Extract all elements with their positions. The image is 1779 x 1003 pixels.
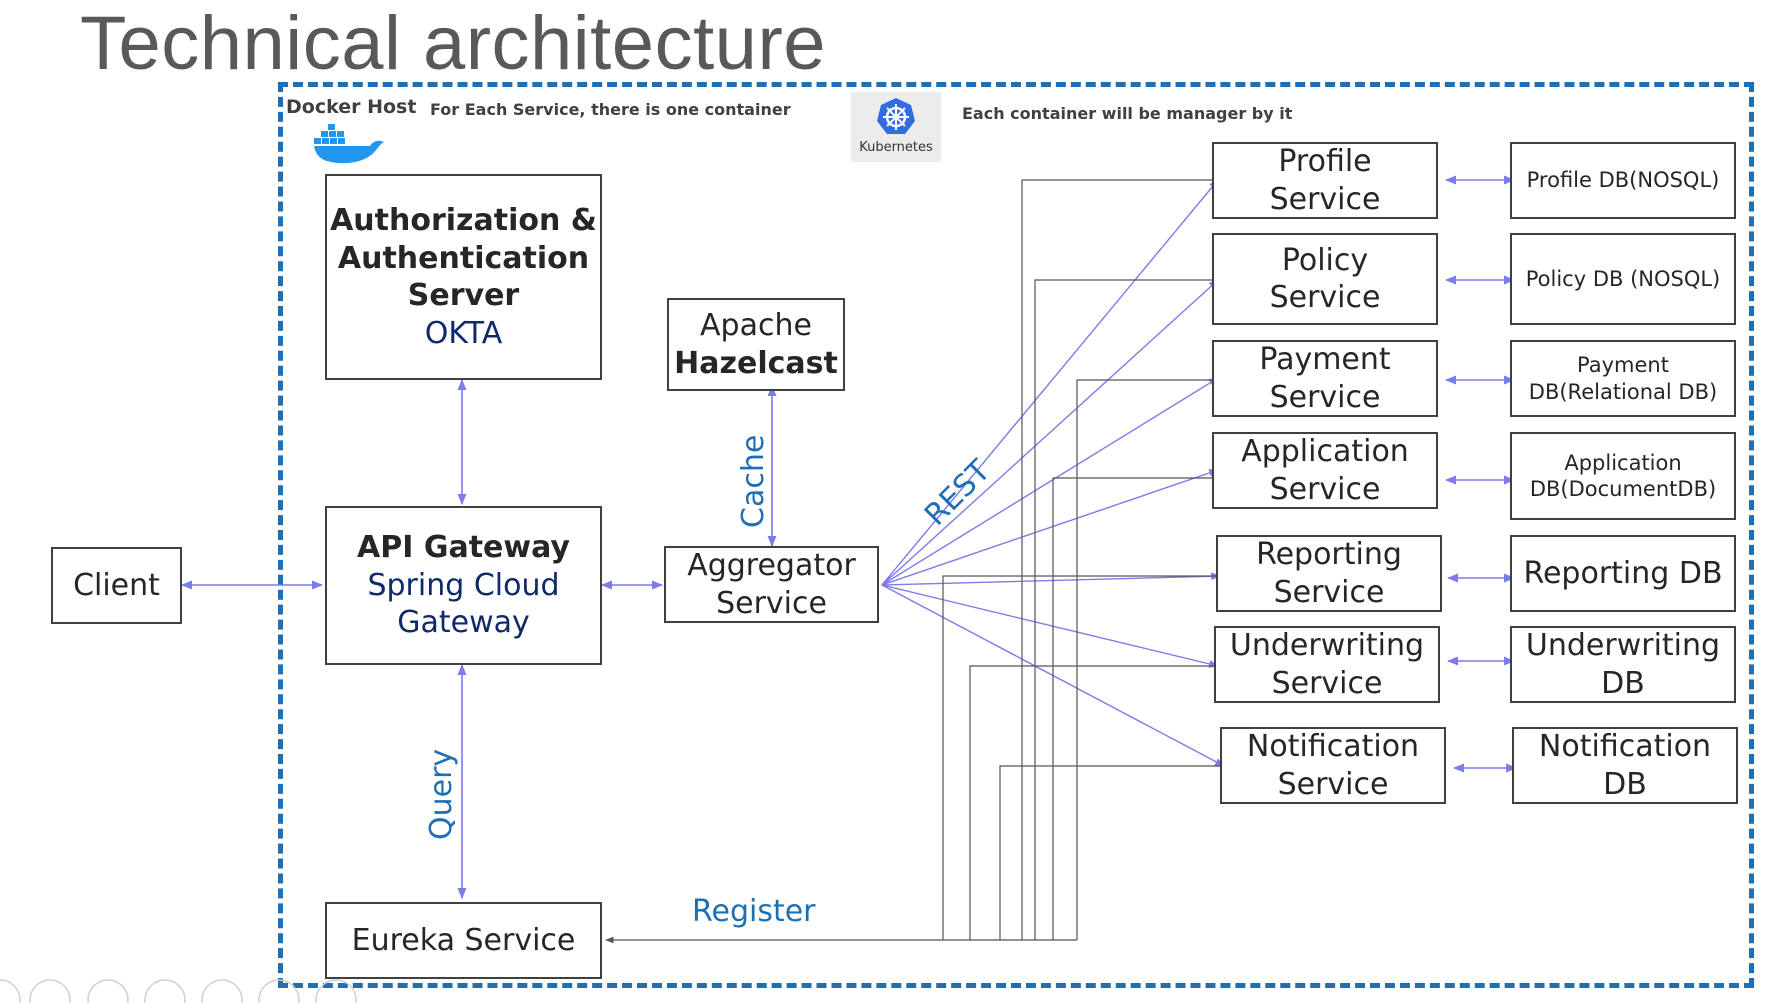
- docker-host-label: Docker Host: [286, 96, 417, 118]
- subtitles-icon: [258, 979, 300, 1003]
- db-label: Profile DB(NOSQL): [1526, 168, 1720, 193]
- db-label: DB: [1601, 665, 1645, 701]
- rest-edge-application: [881, 469, 1219, 586]
- service-notification: Notification Service: [1220, 727, 1446, 804]
- register-label: Register: [692, 894, 816, 929]
- db-underwriting: Underwriting DB: [1510, 626, 1736, 703]
- aggregator-line2: Service: [716, 585, 827, 621]
- hazelcast-line2: Hazelcast: [674, 345, 838, 381]
- service-suffix: Service: [1277, 766, 1389, 802]
- db-label: Notification: [1538, 729, 1712, 764]
- service-name: Policy: [1281, 242, 1369, 278]
- db-application: Application DB(DocumentDB): [1510, 432, 1736, 520]
- rest-edge-payment: [881, 377, 1219, 586]
- previous-slide-icon: [0, 979, 21, 1003]
- db-label: Reporting DB: [1523, 555, 1723, 591]
- aggregator-line1: Aggregator: [687, 548, 856, 583]
- gateway-line3: Gateway: [397, 605, 530, 641]
- slides-icon: [144, 979, 186, 1003]
- service-name: Profile: [1278, 144, 1372, 179]
- service-reporting: Reporting Service: [1216, 535, 1442, 612]
- rest-edge-profile: [881, 179, 1219, 586]
- auth-line3: Server: [407, 278, 520, 313]
- eureka-label: Eureka Service: [351, 922, 576, 958]
- docker-host-boundary: [278, 82, 1754, 988]
- db-label: DB: [1603, 766, 1647, 802]
- service-name: Application: [1241, 434, 1409, 469]
- service-suffix: Service: [1269, 471, 1381, 507]
- service-suffix: Service: [1269, 280, 1381, 315]
- more-options-icon: [315, 979, 357, 1003]
- kubernetes-label: Kubernetes: [859, 140, 933, 155]
- slideshow-toolbar: [0, 979, 357, 1003]
- cache-label: Cache: [736, 434, 771, 528]
- docker-host-note: For Each Service, there is one container: [430, 100, 791, 119]
- db-label: Underwriting: [1525, 628, 1721, 663]
- rest-edge-policy: [881, 279, 1219, 586]
- auth-server-box: Authorization & Authentication Server OK…: [325, 174, 602, 380]
- service-name: Underwriting: [1229, 628, 1425, 663]
- service-payment: Payment Service: [1212, 340, 1438, 417]
- rest-edge-underwriting: [881, 584, 1219, 668]
- service-name: Notification: [1246, 729, 1420, 764]
- db-payment: Payment DB(Relational DB): [1510, 340, 1736, 417]
- zoom-icon: [201, 979, 243, 1003]
- db-label: Policy DB (NOSQL): [1525, 266, 1721, 291]
- db-label: DB(Relational DB): [1528, 379, 1718, 404]
- client-label: Client: [73, 567, 160, 603]
- service-profile: Profile Service: [1212, 142, 1438, 219]
- service-policy: Policy Service: [1212, 233, 1438, 325]
- service-name: Reporting: [1256, 537, 1402, 572]
- service-suffix: Service: [1273, 574, 1385, 610]
- auth-line2: Authentication: [337, 240, 590, 276]
- client-box: Client: [51, 547, 182, 624]
- db-label: DB(DocumentDB): [1529, 477, 1717, 501]
- kubernetes-helm-icon: [877, 98, 915, 134]
- aggregator-service-box: Aggregator Service: [664, 546, 879, 623]
- auth-provider: OKTA: [424, 315, 503, 351]
- service-suffix: Service: [1271, 665, 1383, 701]
- service-suffix: Service: [1269, 181, 1381, 217]
- db-profile: Profile DB(NOSQL): [1510, 142, 1736, 219]
- service-suffix: Service: [1269, 379, 1381, 415]
- hazelcast-box: Apache Hazelcast: [667, 298, 845, 391]
- api-gateway-box: API Gateway Spring Cloud Gateway: [325, 506, 602, 665]
- kubernetes-note: Each container will be manager by it: [962, 104, 1293, 123]
- rest-edge-reporting: [881, 572, 1221, 586]
- service-underwriting: Underwriting Service: [1214, 626, 1440, 703]
- service-name: Payment: [1259, 342, 1391, 377]
- db-policy: Policy DB (NOSQL): [1510, 233, 1736, 325]
- db-reporting: Reporting DB: [1510, 535, 1736, 612]
- docker-whale-icon: [314, 124, 384, 164]
- gateway-line2: Spring Cloud: [367, 567, 560, 603]
- db-notification: Notification DB: [1512, 727, 1738, 804]
- eureka-service-box: Eureka Service: [325, 902, 602, 979]
- page-title: Technical architecture: [80, 1, 827, 86]
- hazelcast-line1: Apache: [700, 308, 812, 343]
- db-label: Payment: [1577, 353, 1669, 378]
- kubernetes-badge: Kubernetes: [851, 92, 941, 162]
- query-label: Query: [424, 748, 459, 840]
- gateway-line1: API Gateway: [357, 530, 570, 566]
- auth-line1: Authorization &: [330, 203, 597, 238]
- next-slide-icon: [29, 979, 71, 1003]
- pen-icon: [87, 979, 129, 1003]
- db-label: Application: [1564, 450, 1682, 475]
- service-application: Application Service: [1212, 432, 1438, 509]
